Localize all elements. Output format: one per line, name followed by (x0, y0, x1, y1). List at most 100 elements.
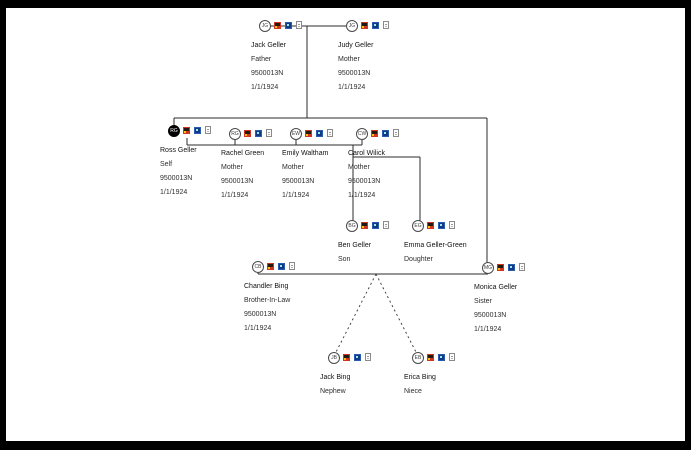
note-icon[interactable] (289, 262, 295, 270)
person-id-number: 9500013N (282, 178, 315, 185)
person-id-number: 9500013N (338, 70, 371, 77)
note-icon[interactable] (205, 126, 211, 134)
person-birth-date: 1/1/1924 (221, 192, 249, 199)
note-icon[interactable] (266, 129, 272, 137)
person-relation: Brother-In-Law (244, 297, 291, 304)
person-avatar[interactable]: JB (328, 352, 340, 364)
person-name: Emily Waltham (282, 150, 329, 157)
person-relation: Mother (338, 56, 360, 63)
family-tree-canvas[interactable] (6, 8, 685, 441)
person-avatar[interactable]: RG (229, 128, 241, 140)
person-avatar[interactable]: EW (290, 128, 302, 140)
person-relation: Doughter (404, 256, 433, 263)
avatar-initials: EW (291, 130, 301, 137)
avatar-initials: MG (483, 264, 493, 271)
note-icon[interactable] (327, 129, 333, 137)
person-name: Jack Bing (320, 374, 351, 381)
person-relation: Sister (474, 298, 492, 305)
note-icon[interactable] (449, 353, 455, 361)
person-avatar[interactable]: EB (412, 352, 424, 364)
person-relation: Son (338, 256, 351, 263)
person-name: Judy Geller (338, 42, 374, 49)
id-card-icon[interactable] (438, 222, 445, 229)
note-icon[interactable] (296, 21, 302, 29)
id-card-icon[interactable] (194, 127, 201, 134)
person-relation: Nephew (320, 388, 346, 395)
note-icon[interactable] (383, 221, 389, 229)
person-relation: Self (160, 161, 173, 168)
photo-icon[interactable] (244, 130, 251, 137)
photo-icon[interactable] (343, 354, 350, 361)
person-birth-date: 1/1/1924 (348, 192, 376, 199)
person-name: Ben Geller (338, 242, 372, 249)
avatar-initials: BG (348, 222, 356, 229)
avatar-initials: JG (348, 22, 356, 29)
person-name: Jack Geller (251, 42, 287, 49)
id-card-icon[interactable] (508, 264, 515, 271)
avatar-initials: JG (261, 22, 269, 29)
person-avatar-selected[interactable]: RG (168, 125, 180, 137)
photo-icon[interactable] (427, 354, 434, 361)
person-name: Emma Geller-Green (404, 242, 467, 249)
photo-icon[interactable] (371, 130, 378, 137)
person-name: Carol Wilick (348, 150, 385, 157)
person-relation: Mother (282, 164, 304, 171)
id-card-icon[interactable] (438, 354, 445, 361)
note-icon[interactable] (519, 263, 525, 271)
person-avatar[interactable]: EG (412, 220, 424, 232)
person-birth-date: 1/1/1924 (160, 189, 188, 196)
person-relation: Father (251, 56, 272, 63)
person-birth-date: 1/1/1924 (244, 325, 272, 332)
person-birth-date: 1/1/1924 (474, 326, 502, 333)
person-birth-date: 1/1/1924 (338, 84, 366, 91)
avatar-initials: JB (331, 354, 337, 361)
note-icon[interactable] (449, 221, 455, 229)
note-icon[interactable] (365, 353, 371, 361)
avatar-initials: RG (231, 130, 239, 137)
person-name: Monica Geller (474, 284, 518, 291)
person-avatar[interactable]: JG (346, 20, 358, 32)
person-name: Ross Geller (160, 147, 197, 154)
photo-icon[interactable] (427, 222, 434, 229)
photo-icon[interactable] (361, 22, 368, 29)
photo-icon[interactable] (361, 222, 368, 229)
person-relation: Niece (404, 388, 422, 395)
person-id-number: 9500013N (160, 175, 193, 182)
person-id-number: 9500013N (251, 70, 284, 77)
person-avatar[interactable]: CB (252, 261, 264, 273)
person-avatar[interactable]: BG (346, 220, 358, 232)
id-card-icon[interactable] (316, 130, 323, 137)
photo-icon[interactable] (305, 130, 312, 137)
person-avatar[interactable]: MG (482, 262, 494, 274)
person-id-number: 9500013N (221, 178, 254, 185)
person-avatar[interactable]: CW (356, 128, 368, 140)
person-relation: Mother (221, 164, 243, 171)
person-name: Erica Bing (404, 374, 436, 381)
avatar-initials: EG (414, 222, 422, 229)
person-name: Rachel Green (221, 150, 265, 157)
person-birth-date: 1/1/1924 (251, 84, 279, 91)
note-icon[interactable] (383, 21, 389, 29)
id-card-icon[interactable] (372, 222, 379, 229)
note-icon[interactable] (393, 129, 399, 137)
avatar-initials: CB (254, 263, 262, 270)
person-name: Chandler Bing (244, 283, 289, 290)
id-card-icon[interactable] (278, 263, 285, 270)
person-id-number: 9500013N (348, 178, 381, 185)
photo-icon[interactable] (497, 264, 504, 271)
id-card-icon[interactable] (285, 22, 292, 29)
id-card-icon[interactable] (255, 130, 262, 137)
avatar-initials: EB (414, 354, 422, 361)
avatar-initials: RG (170, 127, 178, 134)
id-card-icon[interactable] (372, 22, 379, 29)
person-relation: Mother (348, 164, 370, 171)
photo-icon[interactable] (274, 22, 281, 29)
photo-icon[interactable] (267, 263, 274, 270)
photo-icon[interactable] (183, 127, 190, 134)
person-id-number: 9500013N (244, 311, 277, 318)
id-card-icon[interactable] (382, 130, 389, 137)
person-avatar[interactable]: JG (259, 20, 271, 32)
id-card-icon[interactable] (354, 354, 361, 361)
person-id-number: 9500013N (474, 312, 507, 319)
